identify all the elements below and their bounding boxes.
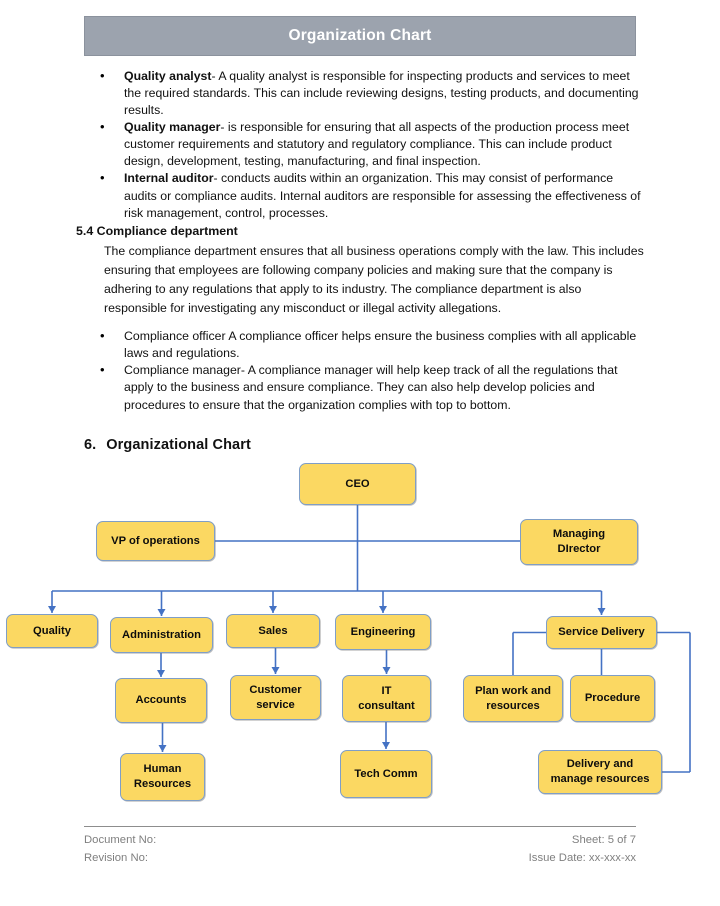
- org-node-procedure: Procedure: [570, 675, 655, 722]
- compliance-bullet-list: Compliance officer A compliance officer …: [76, 327, 644, 413]
- footer-row: Revision No: Issue Date: xx-xxx-xx: [84, 850, 636, 868]
- header-title: Organization Chart: [288, 27, 432, 44]
- list-item: Internal auditor- conducts audits within…: [76, 169, 644, 221]
- org-node-accounts: Accounts: [115, 678, 207, 723]
- issue-date: Issue Date: xx-xxx-xx: [528, 851, 636, 864]
- org-node-quality: Quality: [6, 614, 98, 648]
- list-item: Quality analyst- A quality analyst is re…: [76, 67, 644, 119]
- list-item: Compliance officer A compliance officer …: [76, 327, 644, 362]
- org-node-ceo: CEO: [299, 463, 416, 505]
- roles-bullet-list: Quality analyst- A quality analyst is re…: [76, 67, 644, 222]
- org-node-techcomm: Tech Comm: [340, 750, 432, 798]
- bullet-text: Compliance officer A compliance officer …: [124, 329, 637, 361]
- footer-row: Document No: Sheet: 5 of 7: [84, 832, 636, 850]
- compliance-paragraph: The compliance department ensures that a…: [104, 244, 644, 316]
- bullet-term: Quality manager: [124, 120, 221, 135]
- org-node-sales: Sales: [226, 614, 320, 648]
- org-node-vp-ops: VP of operations: [96, 521, 215, 561]
- bullet-term: Quality analyst: [124, 69, 212, 83]
- bullet-term: Internal auditor: [124, 171, 214, 186]
- bullet-text: Compliance manager- A compliance manager…: [124, 363, 618, 412]
- list-item: Quality manager- is responsible for ensu…: [76, 118, 644, 170]
- bullet-text: - A quality analyst is responsible for i…: [124, 69, 639, 118]
- section-title: Organizational Chart: [106, 437, 251, 453]
- bullet-text: - is responsible for ensuring that all a…: [124, 120, 630, 169]
- org-node-service: Service Delivery: [546, 616, 657, 649]
- document-footer: Document No: Sheet: 5 of 7 Revision No: …: [84, 826, 636, 867]
- page-title: 6. Organizational Chart: [84, 437, 251, 453]
- list-item: Compliance manager- A compliance manager…: [76, 361, 644, 413]
- document-body: Quality analyst- A quality analyst is re…: [76, 67, 644, 414]
- spacer: [76, 318, 644, 328]
- bullet-text: - conducts audits within an organization…: [124, 171, 641, 220]
- org-node-admin: Administration: [110, 617, 213, 653]
- sheet-number: Sheet: 5 of 7: [571, 834, 636, 846]
- section-number: 6.: [84, 437, 97, 453]
- compliance-section-heading: 5.4 Compliance department: [76, 223, 238, 238]
- document-no-label: Document No:: [84, 834, 157, 846]
- document-header-banner: Organization Chart: [84, 16, 636, 56]
- revision-no-label: Revision No:: [84, 851, 149, 864]
- org-node-eng: Engineering: [335, 614, 431, 650]
